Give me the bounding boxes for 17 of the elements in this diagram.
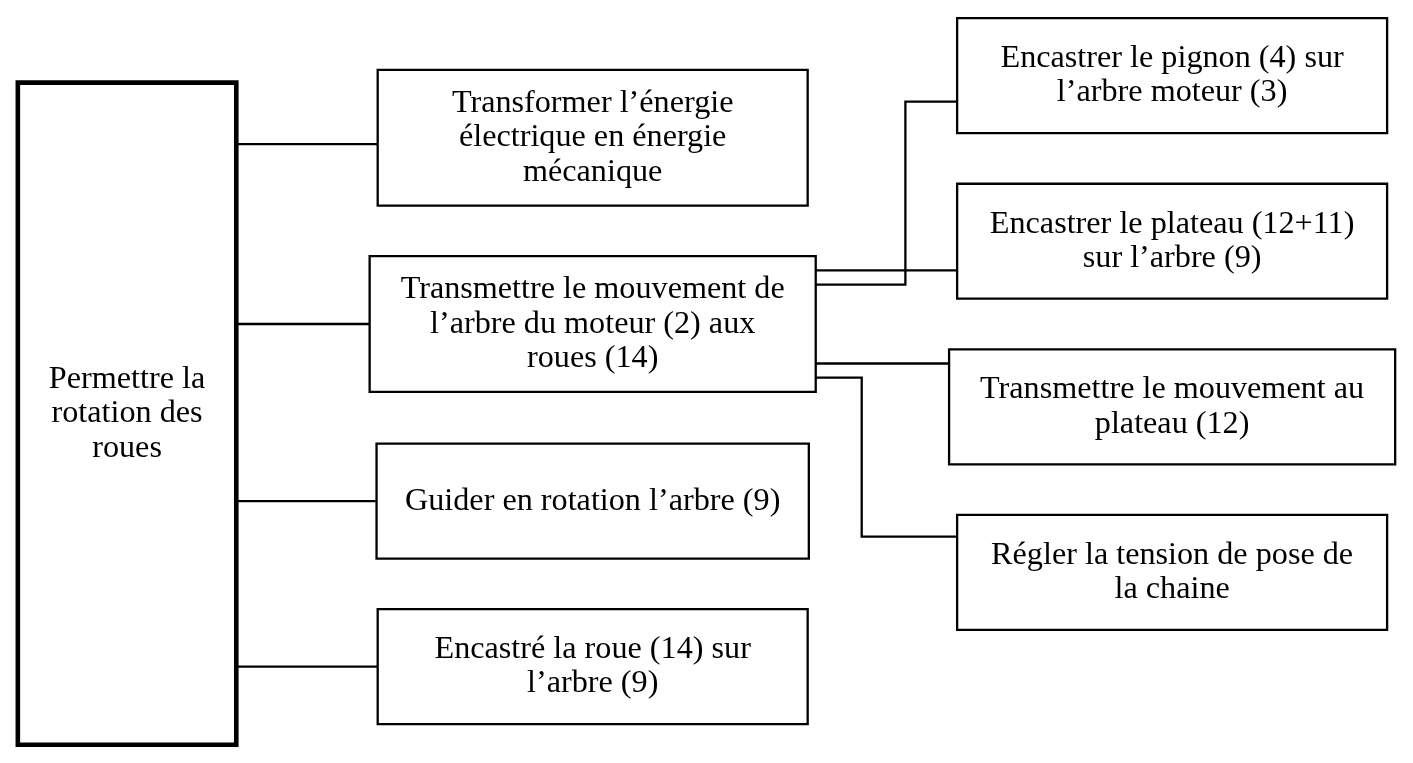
connector bbox=[236, 499, 376, 503]
node-box: Transformer l’énergie électrique en énergie mécanique bbox=[376, 68, 809, 207]
node-box: Permettre la rotation des roues bbox=[15, 80, 239, 748]
node-box: Encastré la roue (14) sur l’arbre (9) bbox=[376, 608, 809, 726]
node-box: Régler la tension de pose de la chaine bbox=[956, 513, 1389, 631]
node-box: Encastrer le plateau (12+11) sur l’arbre (9) bbox=[956, 182, 1389, 300]
node-box: Transmettre le mouvement de l’arbre du moteur (2) aux roues (14) bbox=[368, 255, 817, 393]
connector bbox=[236, 322, 370, 326]
connector bbox=[815, 362, 950, 365]
connector bbox=[815, 269, 957, 272]
connector bbox=[236, 142, 378, 146]
connector bbox=[236, 665, 378, 668]
connector bbox=[816, 376, 957, 538]
node-box: Guider en rotation l’arbre (9) bbox=[375, 442, 810, 560]
node-box: Encastrer le pignon (4) sur l’arbre moteur (3) bbox=[956, 17, 1389, 135]
connector bbox=[815, 100, 957, 286]
node-box: Transmettre le mouvement au plateau (12) bbox=[947, 348, 1397, 466]
